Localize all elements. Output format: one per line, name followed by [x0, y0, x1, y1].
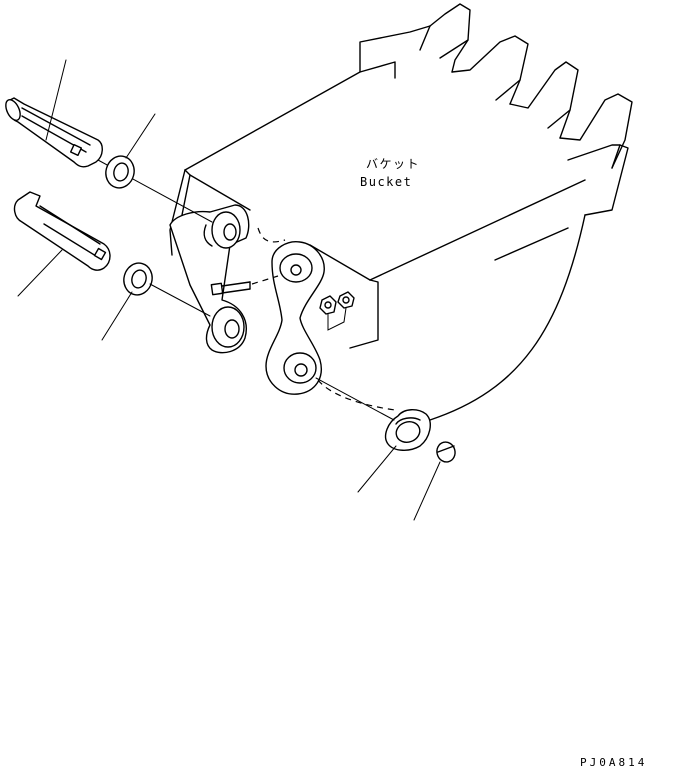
hidden-line	[317, 379, 396, 411]
spacer-inner	[395, 421, 421, 443]
lower-boss-hole	[224, 319, 240, 339]
bolt-shank	[221, 281, 251, 287]
nuts	[319, 291, 355, 331]
bucket-rear-lip	[359, 61, 396, 79]
leader-lower-washer	[101, 291, 133, 341]
bucket-label-jp: バケット	[366, 157, 420, 171]
lower-washer	[123, 262, 211, 317]
nut-2	[337, 291, 355, 309]
lower-pin-line	[39, 205, 101, 245]
link-lower-hole	[294, 363, 308, 377]
leader-lower-pin	[17, 249, 63, 297]
leader-lock-ring	[413, 461, 441, 521]
spacer-edge	[395, 417, 421, 425]
lower-pin	[13, 191, 111, 271]
lower-pin-keyhole	[93, 247, 107, 261]
lower-pin-body	[13, 191, 111, 271]
lock-ring	[436, 441, 456, 463]
bucket-top-edge	[184, 25, 431, 171]
upper-boss-hole	[223, 223, 237, 241]
spacer-axis	[315, 377, 395, 421]
bucket-boss-plate	[349, 279, 379, 349]
link-plate	[265, 241, 325, 395]
bucket-bottom-curve	[429, 214, 586, 421]
tooth-edge	[419, 25, 431, 51]
hidden-line	[257, 227, 286, 243]
lower-pin-line	[43, 223, 97, 257]
lower-pin-axis	[149, 283, 211, 317]
nut-leader	[327, 307, 347, 331]
leader-spacer	[357, 445, 397, 493]
bucket-mid-flange	[309, 244, 371, 281]
bucket-lip	[567, 144, 621, 161]
upper-pin-line	[21, 107, 91, 146]
bucket-left-edge	[169, 169, 186, 256]
upper-washer	[105, 155, 135, 189]
upper-pin-keyhole	[69, 143, 83, 157]
bucket-side-edge	[584, 144, 629, 216]
bolt-shank	[221, 288, 251, 294]
arm-bracket	[169, 204, 250, 354]
leader-upper-washer	[125, 113, 156, 159]
nut-1	[319, 295, 337, 315]
leader-lines	[17, 59, 441, 521]
bucket-inner-line	[494, 227, 569, 261]
tooth-edge	[547, 109, 571, 129]
lower-washer-inner	[131, 269, 147, 289]
boss-shadow	[203, 224, 213, 247]
leader-upper-pin	[45, 59, 67, 141]
tooth-edge	[439, 39, 469, 59]
bucket-label-en: Bucket	[360, 175, 412, 189]
bolt	[210, 275, 279, 296]
bolt-axis	[251, 275, 279, 285]
nut-2-hole	[342, 296, 350, 304]
upper-pin-head	[5, 99, 21, 121]
bolt-head	[210, 282, 224, 296]
lock-ring-split	[437, 445, 455, 453]
bucket-left-flange	[189, 174, 251, 211]
tooth-1	[429, 3, 471, 73]
bucket-crease	[369, 179, 586, 281]
tooth-4	[559, 93, 633, 169]
tooth-edge	[495, 79, 521, 101]
drawing-code: PJ0A814	[580, 756, 647, 769]
spacer	[315, 377, 431, 451]
nut-1-hole	[324, 301, 332, 309]
bucket-teeth	[419, 3, 633, 169]
link-upper-hole	[290, 264, 302, 276]
tooth-3	[509, 61, 579, 139]
bucket	[169, 3, 633, 421]
upper-washer-inner	[113, 162, 129, 182]
